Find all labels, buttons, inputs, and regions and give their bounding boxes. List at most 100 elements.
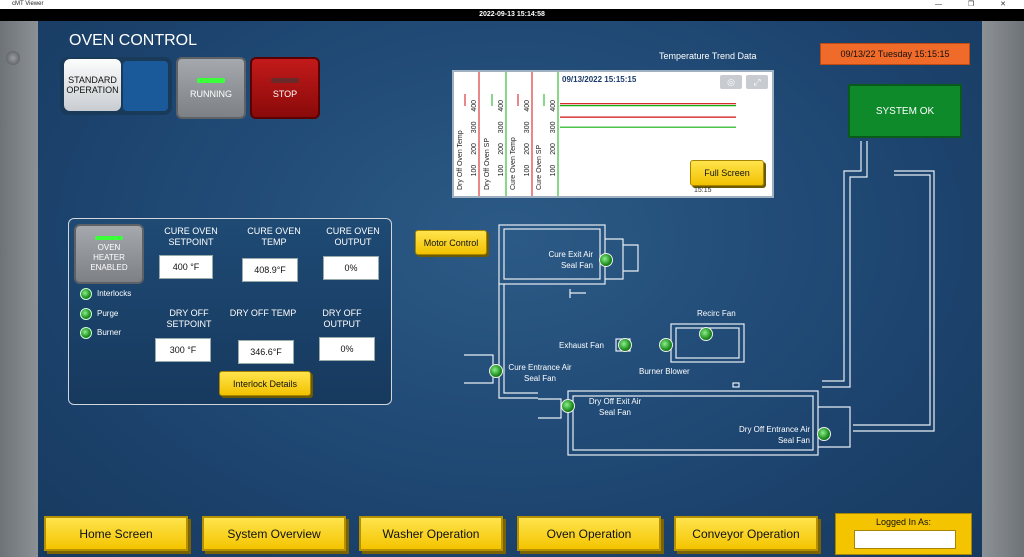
y-tick-label: 100	[498, 165, 505, 177]
axis-title: Dry Off Oven SP	[484, 138, 491, 190]
cure-exit-fan-icon	[599, 253, 613, 267]
burner-blower-label: Burner Blower	[639, 367, 690, 376]
standard-operation-indicator	[123, 61, 168, 111]
y-tick-label: 300	[524, 121, 531, 133]
running-button[interactable]: RUNNING	[176, 57, 246, 119]
top-marker	[732, 382, 740, 388]
trend-timestamp: 09/13/2022 15:15:15	[562, 75, 637, 84]
purge-led	[80, 308, 92, 320]
page-title: OVEN CONTROL	[69, 32, 198, 49]
exhaust-fan-icon	[618, 338, 632, 352]
y-tick-label: 200	[498, 143, 505, 155]
y-tick-label: 100	[471, 165, 478, 177]
dry-exit-fan-icon	[561, 399, 575, 413]
date-time-display: 09/13/22 Tuesday 15:15:15	[820, 43, 970, 65]
y-tick-label: 200	[550, 143, 557, 155]
purge-label: Purge	[97, 309, 119, 318]
cure-exit-fan-label: Cure Exit Air Seal Fan	[548, 250, 593, 270]
expand-button[interactable]: ⤢	[746, 75, 768, 89]
full-screen-button[interactable]: Full Screen	[690, 160, 764, 186]
conveyor-operation-button[interactable]: Conveyor Operation	[674, 516, 818, 551]
window-controls[interactable]: — ❐ ✕	[934, 1, 1018, 8]
stop-button[interactable]: STOP	[250, 57, 320, 119]
axis-title: Dry Off Oven Temp	[457, 130, 464, 190]
left-bezel	[0, 21, 38, 557]
duct-line	[822, 141, 868, 388]
home-screen-button[interactable]: Home Screen	[44, 516, 188, 551]
y-tick-label: 100	[550, 165, 557, 177]
running-label: RUNNING	[190, 88, 232, 99]
y-tick-label: 300	[498, 121, 505, 133]
dry-entrance-fan-label: Dry Off Entrance Air Seal Fan	[739, 425, 810, 445]
oven-heater-button[interactable]: OVEN HEATER ENABLED	[74, 224, 144, 284]
burner-blower-icon	[659, 338, 673, 352]
hmi-panel: OVEN CONTROL STANDARD OPERATION RUNNING …	[38, 21, 982, 557]
cure-output-label: CURE OVEN OUTPUT	[326, 226, 380, 247]
dry-temp-label: DRY OFF TEMP	[229, 308, 297, 318]
duct-line	[822, 141, 862, 382]
y-tick-label: 300	[471, 121, 478, 133]
duct-line	[853, 174, 931, 426]
trend-title: Temperature Trend Data	[659, 51, 757, 61]
duct-line	[853, 170, 935, 432]
axis-title: Cure Oven Temp	[510, 137, 517, 190]
cure-output-field: 0%	[323, 256, 379, 280]
window-titlebar: cMT Viewer — ❐ ✕	[0, 0, 1024, 9]
cure-temp-label: CURE OVEN TEMP	[247, 226, 301, 247]
y-tick-label: 400	[550, 100, 557, 112]
dry-output-field: 0%	[319, 337, 375, 361]
y-tick-label: 200	[524, 143, 531, 155]
heater-lamp	[95, 235, 123, 240]
oven-heater-label: OVEN HEATER ENABLED	[90, 242, 128, 272]
dry-exit-housing	[538, 398, 562, 419]
dry-setpoint-label: DRY OFF SETPOINT	[166, 308, 212, 329]
login-panel: Logged In As:	[835, 513, 972, 555]
dry-exit-fan-label: Dry Off Exit Air Seal Fan	[588, 397, 642, 417]
cure-setpoint-field[interactable]: 400 °F	[159, 255, 213, 279]
y-tick-label: 200	[471, 143, 478, 155]
cure-entrance-fan-label: Cure Entrance Air Seal Fan	[508, 363, 572, 383]
login-field[interactable]	[854, 530, 956, 549]
cure-temp-field: 408.9°F	[242, 258, 298, 282]
running-lamp	[197, 77, 225, 83]
y-tick-label: 300	[550, 121, 557, 133]
y-tick-label: 400	[498, 100, 505, 112]
standard-operation-button[interactable]: STANDARD OPERATION	[64, 59, 121, 111]
axis-title: Cure Oven SP	[536, 145, 543, 190]
bezel-knob-icon	[6, 51, 20, 65]
interlocks-led	[80, 288, 92, 300]
stop-lamp	[271, 77, 299, 83]
exhaust-fan-label: Exhaust Fan	[559, 341, 604, 350]
login-label: Logged In As:	[875, 517, 932, 527]
right-bezel	[982, 21, 1024, 557]
y-tick-label: 400	[524, 100, 531, 112]
interlock-details-button[interactable]: Interlock Details	[219, 371, 311, 396]
camera-icon: ◎	[727, 77, 735, 87]
dry-output-label: DRY OFF OUTPUT	[322, 308, 362, 329]
stop-label: STOP	[272, 88, 298, 99]
washer-operation-button[interactable]: Washer Operation	[359, 516, 503, 551]
cure-entrance-fan-icon	[489, 364, 503, 378]
dry-entrance-fan-icon	[817, 427, 831, 441]
dry-setpoint-field[interactable]: 300 °F	[155, 338, 211, 362]
window-title: cMT Viewer	[12, 1, 44, 7]
dry-temp-field: 346.6°F	[238, 340, 294, 364]
oven-operation-button[interactable]: Oven Operation	[517, 516, 661, 551]
expand-icon: ⤢	[753, 77, 761, 87]
x-tick-label: 15:15	[694, 187, 712, 194]
system-status-indicator: SYSTEM OK	[848, 84, 962, 138]
y-tick-label: 100	[524, 165, 531, 177]
motor-control-button[interactable]: Motor Control	[415, 230, 487, 255]
recirc-fan-icon	[699, 327, 713, 341]
y-tick-label: 400	[471, 100, 478, 112]
snapshot-button[interactable]: ◎	[720, 75, 742, 89]
interlocks-label: Interlocks	[97, 289, 132, 298]
cure-setpoint-label: CURE OVEN SETPOINT	[164, 226, 218, 247]
cure-exit-marker	[569, 289, 586, 298]
burner-label: Burner	[97, 328, 122, 337]
clock-bar: 2022-09-13 15:14:58	[0, 9, 1024, 21]
system-overview-button[interactable]: System Overview	[202, 516, 346, 551]
recirc-fan-label: Recirc Fan	[697, 309, 736, 318]
